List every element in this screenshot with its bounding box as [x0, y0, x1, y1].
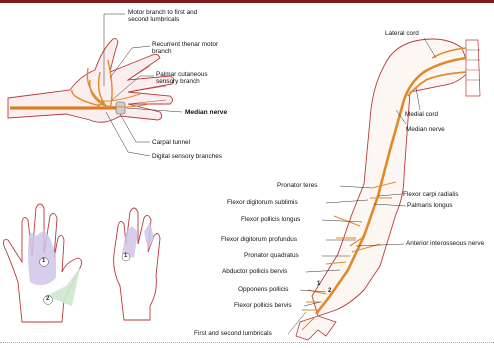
label-pronator-quadratus: Pronator quadratus: [244, 252, 299, 259]
label-flexor-pollicis-longus: Flexor pollicis longus: [241, 216, 300, 223]
label-opponens-pollicis: Opponens pollicis: [238, 286, 288, 293]
label-lateral-cord: Lateral cord: [385, 30, 419, 37]
label-medial-cord: Medial cord: [405, 111, 438, 118]
carpal-tunnel-shape: [116, 102, 125, 114]
region-number-arm-one: 1: [317, 281, 320, 287]
label-palmar-cutaneous: Palmar cutaneous sensory branch: [156, 71, 230, 85]
label-median-nerve-hand: Median nerve: [185, 109, 227, 116]
label-digital-sensory: Digital sensory branches: [152, 153, 222, 160]
region-number-palm-two: 2: [46, 296, 49, 302]
label-lumbricals: First and second lumbricals: [194, 330, 272, 337]
back-hand-outline: [114, 208, 160, 320]
label-flexor-digitorum-profundus: Flexor digitorum profundus: [221, 236, 297, 243]
label-recurrent-thenar: Recurrent thenar motor branch: [152, 41, 224, 55]
region-number-arm-two: 2: [328, 288, 331, 294]
label-anterior-interosseous: Anterior interosseous nerve: [406, 240, 484, 247]
label-motor-branch: Motor branch to first and second lumbric…: [128, 9, 218, 23]
label-palmaris-longus: Palmaris longus: [407, 202, 452, 209]
label-abductor-pollicis-bervis: Abductor pollicis bervis: [222, 268, 287, 275]
label-flexor-pollicis-bervis: Flexor pollicis bervis: [234, 302, 292, 309]
label-carpal-tunnel: Carpal tunnel: [152, 139, 190, 146]
hand-at-arm: [296, 316, 336, 340]
region-number-palm-one: 1: [42, 258, 45, 264]
spine-outline: [466, 40, 480, 96]
label-flexor-digitorum-sublimis: Flexor digitorum sublimis: [227, 199, 298, 206]
back-of-hand-illustration: [114, 208, 160, 320]
arm-outline: [312, 39, 470, 316]
label-median-nerve-arm: Median nerve: [406, 126, 445, 133]
label-pronator-teres: Pronator teres: [277, 182, 318, 189]
bottom-border: [0, 342, 494, 348]
label-flexor-carpi-radialis: Flexor carpi radialis: [403, 191, 458, 198]
region-number-back-one: 1: [124, 253, 127, 259]
